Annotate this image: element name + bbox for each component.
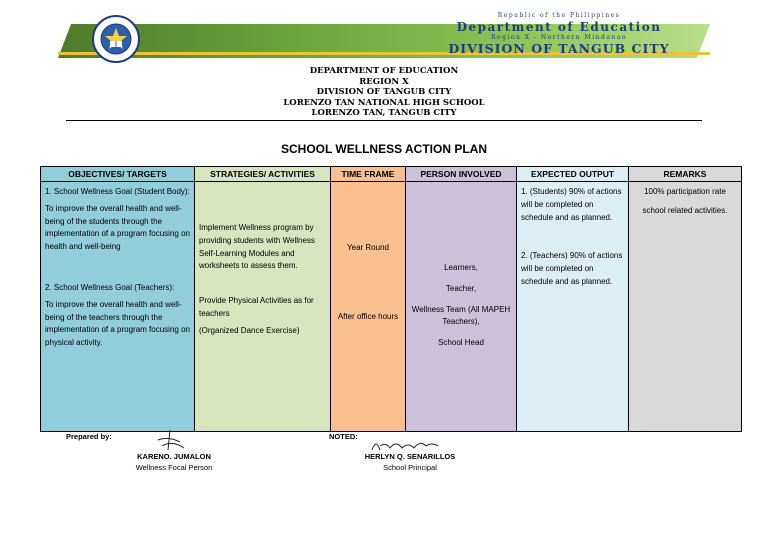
person-learners: Learners, xyxy=(444,263,478,272)
department-text: Department of Education xyxy=(456,20,662,34)
banner-stripe xyxy=(58,52,710,55)
org-line: DEPARTMENT OF EDUCATION xyxy=(309,66,459,76)
objective-text-2: To improve the overall health and well-b… xyxy=(45,299,190,348)
agency-header: Republic of the Philippines Department o… xyxy=(424,12,694,56)
prepared-signatory: KARENO. JUMALON Wellness Focal Person xyxy=(110,451,238,473)
table-row: 1. School Wellness Goal (Student Body): … xyxy=(40,181,742,432)
noted-label: NOTED: xyxy=(329,432,358,441)
org-line: REGION X xyxy=(359,76,409,87)
person-teacher: Teacher, xyxy=(445,283,477,293)
org-line: LORENZO TAN NATIONAL HIGH SCHOOL xyxy=(283,97,485,108)
table-header-row: OBJECTIVES/ TARGETS STRATEGIES/ ACTIVITI… xyxy=(40,166,742,182)
remarks-cell: 100% participation rate school related a… xyxy=(628,181,742,432)
header-objectives: OBJECTIVES/ TARGETS xyxy=(40,166,195,182)
remark-2: school related activities. xyxy=(642,205,728,215)
noted-signatory: HERLYN Q. SENARILLOS School Principal xyxy=(345,451,475,473)
time-frame-cell: Year Round After office hours xyxy=(330,181,406,432)
objectives-cell: 1. School Wellness Goal (Student Body): … xyxy=(40,181,195,432)
republic-text: Republic of the Philippines xyxy=(497,12,621,19)
prepared-signature xyxy=(157,429,185,451)
header-divider xyxy=(66,120,702,121)
deped-seal-logo xyxy=(92,15,140,63)
objective-goal-1: 1. School Wellness Goal (Student Body): xyxy=(45,187,190,196)
header-time-frame: TIME FRAME xyxy=(330,166,406,182)
organization-block: DEPARTMENT OF EDUCATION REGION X DIVISIO… xyxy=(0,66,768,119)
org-line: DIVISION OF TANGUB CITY xyxy=(316,87,452,98)
header-person-involved: PERSON INVOLVED xyxy=(405,166,517,182)
time-frame-1: Year Round xyxy=(347,243,389,252)
noted-name: HERLYN Q. SENARILLOS xyxy=(364,452,456,461)
prepared-role: Wellness Focal Person xyxy=(135,463,213,472)
division-text: DIVISION OF TANGUB CITY xyxy=(448,41,670,56)
person-wellness-team: Wellness Team (All MAPEH Teachers), xyxy=(411,304,511,327)
person-school-head: School Head xyxy=(438,338,484,348)
expected-output-cell: 1. (Students) 90% of actions will be com… xyxy=(516,181,629,432)
expected-output-2: 2. (Teachers) 90% of actions will be com… xyxy=(521,251,623,286)
person-involved-cell: Learners, Teacher, Wellness Team (All MA… xyxy=(405,181,517,432)
noted-role: School Principal xyxy=(383,463,437,472)
strategies-cell: Implement Wellness program by providing … xyxy=(194,181,331,432)
expected-output-1: 1. (Students) 90% of actions will be com… xyxy=(521,187,622,222)
time-frame-2: After office hours xyxy=(337,311,399,321)
header-strategies: STRATEGIES/ ACTIVITIES xyxy=(194,166,331,182)
header-expected-output: EXPECTED OUTPUT xyxy=(516,166,629,182)
remark-1: 100% participation rate xyxy=(644,187,726,196)
strategy-2-note: (Organized Dance Exercise) xyxy=(199,325,300,335)
strategy-1: Implement Wellness program by providing … xyxy=(199,223,315,271)
objective-goal-2: 2. School Wellness Goal (Teachers): xyxy=(45,282,175,292)
org-line: LORENZO TAN, TANGUB CITY xyxy=(311,108,457,119)
prepared-by-label: Prepared by: xyxy=(66,432,112,441)
region-text: Region X - Northern Mindanao xyxy=(491,34,627,41)
strategy-2: Provide Physical Activities as for teach… xyxy=(199,296,314,318)
page-title: SCHOOL WELLNESS ACTION PLAN xyxy=(280,142,487,156)
header-remarks: REMARKS xyxy=(628,166,742,182)
objective-text-1: To improve the overall health and well-b… xyxy=(45,203,190,252)
action-plan-table: OBJECTIVES/ TARGETS STRATEGIES/ ACTIVITI… xyxy=(40,166,742,432)
noted-signature xyxy=(371,442,439,451)
prepared-name: KARENO. JUMALON xyxy=(137,452,211,461)
